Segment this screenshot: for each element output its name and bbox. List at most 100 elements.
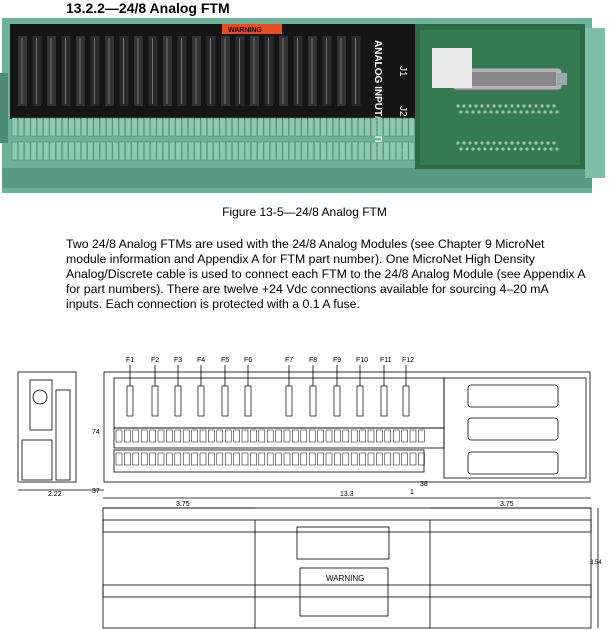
photo-terminal [137, 117, 144, 137]
photo-terminal [18, 117, 25, 137]
photo-label-strip [206, 36, 216, 106]
photo-terminal [408, 141, 415, 161]
drawing-terminal [275, 429, 282, 443]
photo-terminal [320, 117, 327, 137]
drawing-terminal [325, 429, 333, 443]
photo-pad [471, 110, 475, 114]
photo-terminal [377, 117, 384, 137]
terminal-label-74: 74 [92, 429, 100, 436]
photo-terminal [307, 117, 314, 137]
photo-terminal [144, 117, 151, 137]
photo-terminal [131, 141, 138, 161]
photo-terminal [156, 117, 163, 137]
photo-terminal [49, 117, 56, 137]
photo-pad [510, 141, 514, 145]
photo-label-strip [119, 36, 129, 106]
fuse-label-f3: F3 [174, 357, 182, 364]
photo-pad [519, 110, 523, 114]
photo-terminal [364, 117, 371, 137]
photo-terminal [74, 141, 81, 161]
photo-pad [555, 110, 559, 114]
photo-label-strip [76, 36, 85, 106]
photo-terminal [81, 117, 88, 137]
photo-terminal [364, 141, 371, 161]
photo-terminal [232, 117, 239, 137]
photo-terminal [389, 117, 396, 137]
fuse-label-f10: F10 [356, 357, 368, 364]
fuse-body [126, 385, 134, 417]
photo-terminal [118, 117, 125, 137]
photo-terminal [383, 141, 390, 161]
photo-terminal [270, 117, 277, 137]
photo-terminal [408, 117, 415, 137]
photo-terminal [49, 141, 56, 161]
photo-terminal [118, 141, 125, 161]
drawing-terminal [376, 429, 383, 443]
photo-pad [546, 141, 550, 145]
photo-terminal [351, 141, 358, 161]
photo-terminal [225, 141, 232, 161]
photo-terminal [169, 117, 176, 137]
photo-terminal [339, 117, 346, 137]
photo-terminal [74, 117, 81, 137]
fuse-body [333, 385, 341, 417]
drawing-terminal [174, 429, 182, 443]
photo-pad [456, 104, 460, 108]
drawing-terminal [208, 452, 215, 466]
photo-pad [519, 147, 523, 151]
photo-label-strip [61, 36, 71, 106]
photo-pad [537, 110, 541, 114]
drawing-terminal [392, 452, 400, 466]
drawing-terminal [124, 452, 131, 466]
photo-terminal [194, 141, 201, 161]
photo-terminal [244, 117, 251, 137]
photo-pad [474, 141, 478, 145]
fuse-label-f5: F5 [221, 357, 229, 364]
photo-terminal [36, 117, 43, 137]
photo-terminal [106, 141, 113, 161]
photo-pad [471, 147, 475, 151]
photo-terminal [402, 117, 409, 137]
photo-pad [510, 104, 514, 108]
photo-terminal [162, 141, 169, 161]
ftm-photo: ANALOG INPUT/OUTPUT J1 J2 J3 WARNING [0, 18, 605, 193]
photo-terminal [24, 117, 31, 137]
drawing-terminal [266, 452, 274, 466]
photo-label-strip [105, 36, 114, 106]
photo-terminal [402, 141, 409, 161]
dimension-overall: 13.3 [340, 491, 354, 498]
drawing-terminal [275, 452, 282, 466]
drawing-terminal [132, 429, 140, 443]
photo-label-strip [351, 36, 361, 106]
photo-pad [555, 147, 559, 151]
drawing-terminal [401, 429, 408, 443]
drawing-warning-label: WARNING [326, 574, 364, 583]
photo-pad [528, 141, 532, 145]
photo-terminal [396, 141, 403, 161]
photo-label-strips [18, 36, 361, 106]
drawing-terminal [292, 429, 299, 443]
photo-terminal [181, 117, 188, 137]
connector-label-j2: J2 [397, 106, 408, 117]
drawing-terminal [157, 452, 165, 466]
photo-terminal [125, 117, 132, 137]
photo-label-strip [235, 36, 245, 106]
photo-terminal [150, 117, 157, 137]
photo-terminal [257, 141, 264, 161]
drawing-terminal [266, 429, 274, 443]
drawing-terminal [308, 429, 316, 443]
photo-label-strip [18, 36, 27, 106]
photo-terminal [11, 117, 18, 137]
drawing-terminal [241, 452, 249, 466]
fuse-label-f6: F6 [244, 357, 252, 364]
fuse-label-f4: F4 [197, 357, 205, 364]
photo-terminal [188, 117, 195, 137]
drawing-terminal [216, 429, 224, 443]
terminal-label-38: 38 [420, 481, 428, 488]
photo-terminal [175, 141, 182, 161]
photo-pad [516, 104, 520, 108]
drawing-terminal [224, 429, 232, 443]
photo-pad [552, 104, 556, 108]
drawing-terminal [334, 452, 341, 466]
